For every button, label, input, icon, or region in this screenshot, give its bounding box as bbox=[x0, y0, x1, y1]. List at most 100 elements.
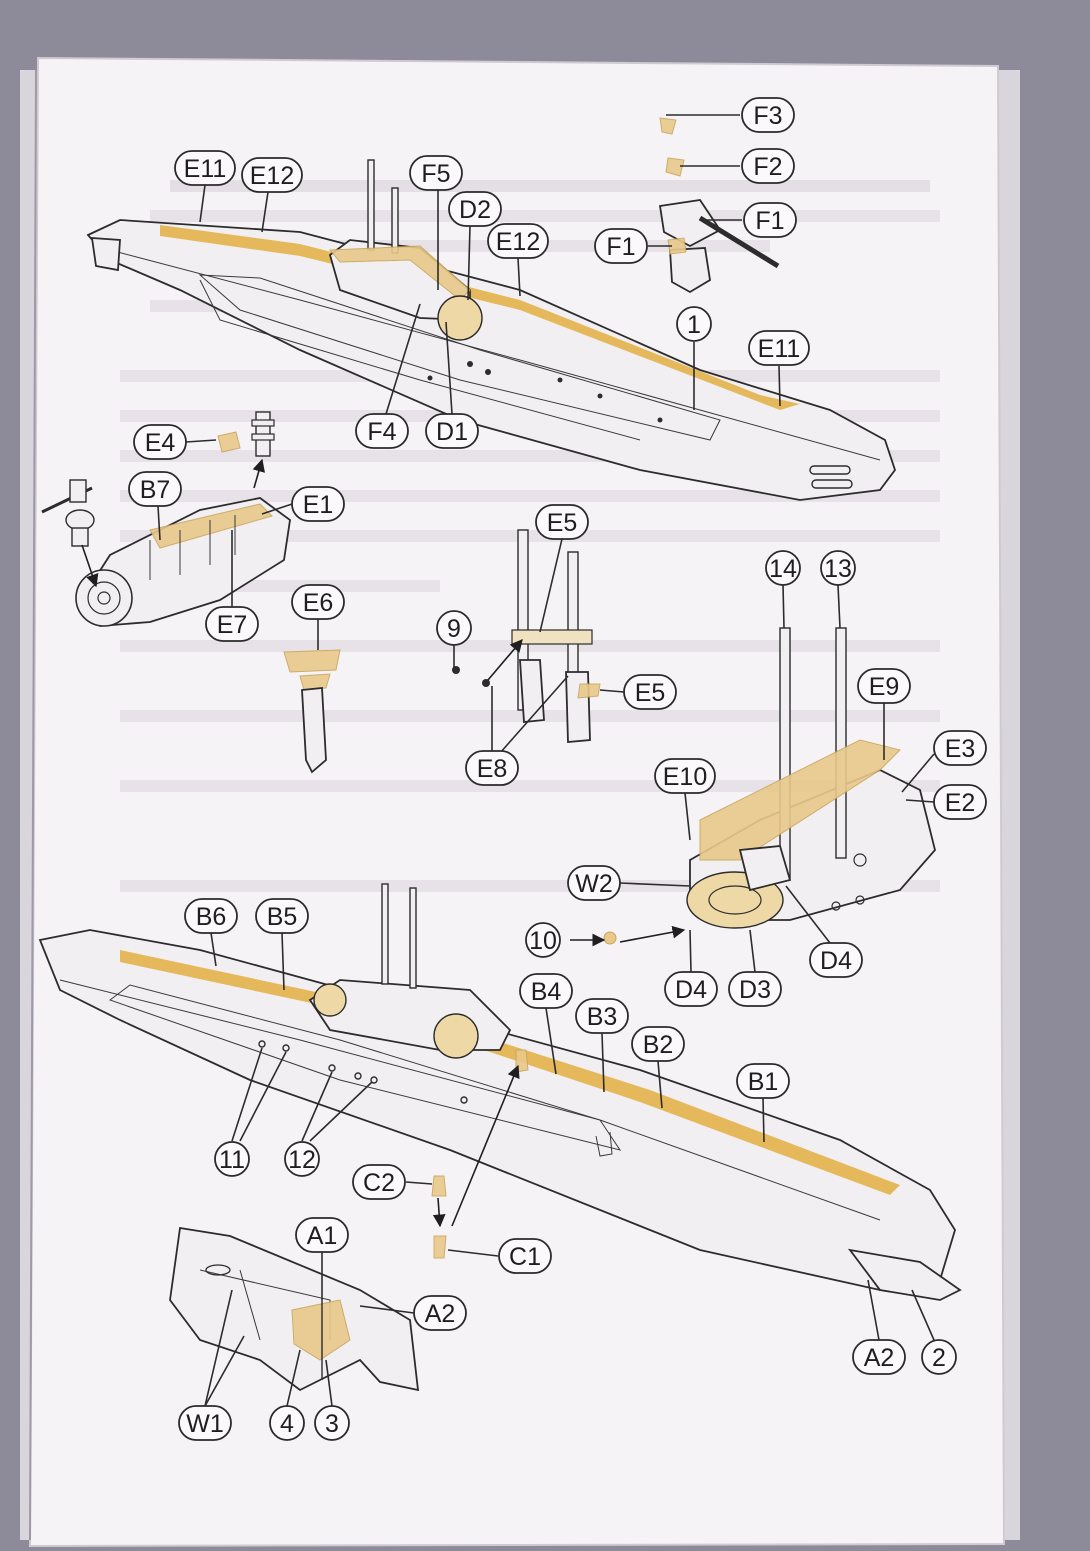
part-label-f2: F2 bbox=[741, 148, 795, 184]
part-label-e12: E12 bbox=[487, 223, 549, 259]
gun-sight-pe bbox=[665, 157, 685, 177]
part-label-text: C2 bbox=[363, 1169, 395, 1197]
upper-submarine-assembly bbox=[86, 159, 897, 501]
part-label-text: W2 bbox=[575, 870, 613, 898]
part-label-e11: E11 bbox=[174, 150, 236, 186]
part-label-10: 10 bbox=[525, 922, 561, 958]
upper-periscope-right bbox=[391, 187, 399, 254]
part-label-frame bbox=[174, 150, 236, 186]
part-label-e10: E10 bbox=[654, 758, 716, 794]
part-label-frame bbox=[436, 610, 472, 646]
part-label-e5: E5 bbox=[535, 504, 589, 540]
gun-pedestal bbox=[669, 247, 711, 294]
lower-bow-planes bbox=[847, 1248, 962, 1301]
part-label-text: D4 bbox=[675, 976, 707, 1004]
upper-bow-ports bbox=[809, 465, 853, 489]
part-label-text: E5 bbox=[547, 509, 578, 537]
lower-hull bbox=[38, 929, 956, 1291]
part-label-text: F3 bbox=[753, 102, 782, 130]
part-label-frame bbox=[128, 471, 182, 507]
part-label-e8: E8 bbox=[465, 750, 519, 786]
part-label-text: E11 bbox=[758, 335, 801, 363]
part-label-frame bbox=[921, 1339, 957, 1375]
part-label-text: B6 bbox=[196, 903, 227, 931]
part-label-text: B7 bbox=[140, 476, 171, 504]
part-label-text: A2 bbox=[425, 1300, 456, 1328]
part-label-a2: A2 bbox=[852, 1339, 906, 1375]
part-label-frame bbox=[498, 1238, 552, 1274]
part-label-text: B5 bbox=[267, 903, 298, 931]
conning-tower-assembly-right bbox=[603, 627, 936, 945]
part-label-frame bbox=[623, 674, 677, 710]
part-label-e11: E11 bbox=[748, 330, 810, 366]
stern-propeller-pe bbox=[291, 1299, 351, 1361]
stern-section bbox=[169, 1226, 420, 1392]
part-label-text: E7 bbox=[217, 611, 248, 639]
part-label-e9: E9 bbox=[857, 668, 911, 704]
part-label-text: E6 bbox=[303, 589, 334, 617]
part-label-f4: F4 bbox=[355, 413, 409, 449]
e6-part bbox=[283, 649, 341, 774]
upper-hull-saddle-tank bbox=[198, 274, 721, 441]
lower-submarine-assembly bbox=[38, 883, 962, 1301]
part-label-frame bbox=[214, 1141, 250, 1177]
part-label-f1: F1 bbox=[594, 228, 648, 264]
part-label-frame bbox=[664, 971, 718, 1007]
part-label-text: 9 bbox=[447, 615, 461, 643]
lower-periscope-left bbox=[381, 883, 389, 985]
gun-barrel bbox=[698, 215, 780, 269]
part-label-a2: A2 bbox=[413, 1295, 467, 1331]
part-label-13: 13 bbox=[820, 550, 856, 586]
part-label-text: 14 bbox=[769, 555, 797, 583]
part-label-text: E12 bbox=[496, 228, 540, 256]
lower-gun-platform-rear bbox=[313, 983, 347, 1017]
upper-hull-keel-line bbox=[199, 279, 641, 441]
c2-part bbox=[431, 1175, 447, 1197]
lower-gun-platform-front bbox=[433, 1013, 479, 1059]
part-label-frame bbox=[295, 1217, 349, 1253]
part-label-text: B2 bbox=[643, 1031, 674, 1059]
part-label-c2: C2 bbox=[352, 1164, 406, 1200]
part-label-frame bbox=[241, 157, 303, 193]
part-label-a1: A1 bbox=[295, 1217, 349, 1253]
part-label-e5: E5 bbox=[623, 674, 677, 710]
part-label-frame bbox=[741, 97, 795, 133]
b4-pe-part bbox=[515, 1049, 529, 1073]
part-label-frame bbox=[525, 922, 561, 958]
part-label-b6: B6 bbox=[184, 898, 238, 934]
part-label-text: 11 bbox=[219, 1146, 245, 1174]
part-label-text: C1 bbox=[509, 1243, 541, 1271]
part-label-w1: W1 bbox=[178, 1405, 232, 1441]
part-label-d1: D1 bbox=[425, 413, 479, 449]
part-label-frame bbox=[314, 1405, 350, 1441]
part-label-frame bbox=[413, 1295, 467, 1331]
lower-hull-holes bbox=[258, 1040, 468, 1104]
upper-stern-fins bbox=[90, 237, 121, 272]
gun-mount-pe bbox=[667, 237, 687, 255]
part-label-text: W1 bbox=[186, 1410, 224, 1438]
tower-portholes-right bbox=[831, 853, 867, 911]
part-label-text: E3 bbox=[945, 735, 976, 763]
part-label-b3: B3 bbox=[575, 998, 629, 1034]
lower-deck-planking bbox=[120, 950, 900, 1195]
aa-gun-small bbox=[41, 479, 95, 547]
part-label-frame bbox=[743, 202, 797, 238]
upper-hull-details bbox=[427, 361, 663, 423]
c1-part bbox=[433, 1235, 447, 1259]
part-label-frame bbox=[355, 413, 409, 449]
part-label-frame bbox=[178, 1405, 232, 1441]
stern-detail-assembly bbox=[169, 1226, 420, 1392]
part-label-b5: B5 bbox=[255, 898, 309, 934]
periscope-mount-part bbox=[251, 411, 275, 457]
part-label-b4: B4 bbox=[519, 973, 573, 1009]
part-label-text: F2 bbox=[753, 153, 782, 181]
part-label-e12: E12 bbox=[241, 157, 303, 193]
part-label-text: F4 bbox=[367, 418, 396, 446]
part-label-text: 13 bbox=[824, 555, 852, 583]
part-label-text: B4 bbox=[531, 978, 562, 1006]
tower-gun-platform-inner bbox=[87, 581, 121, 615]
part-label-frame bbox=[535, 504, 589, 540]
part-label-frame bbox=[748, 330, 810, 366]
tower-inner-detail bbox=[149, 515, 236, 580]
part-label-4: 4 bbox=[269, 1405, 305, 1441]
